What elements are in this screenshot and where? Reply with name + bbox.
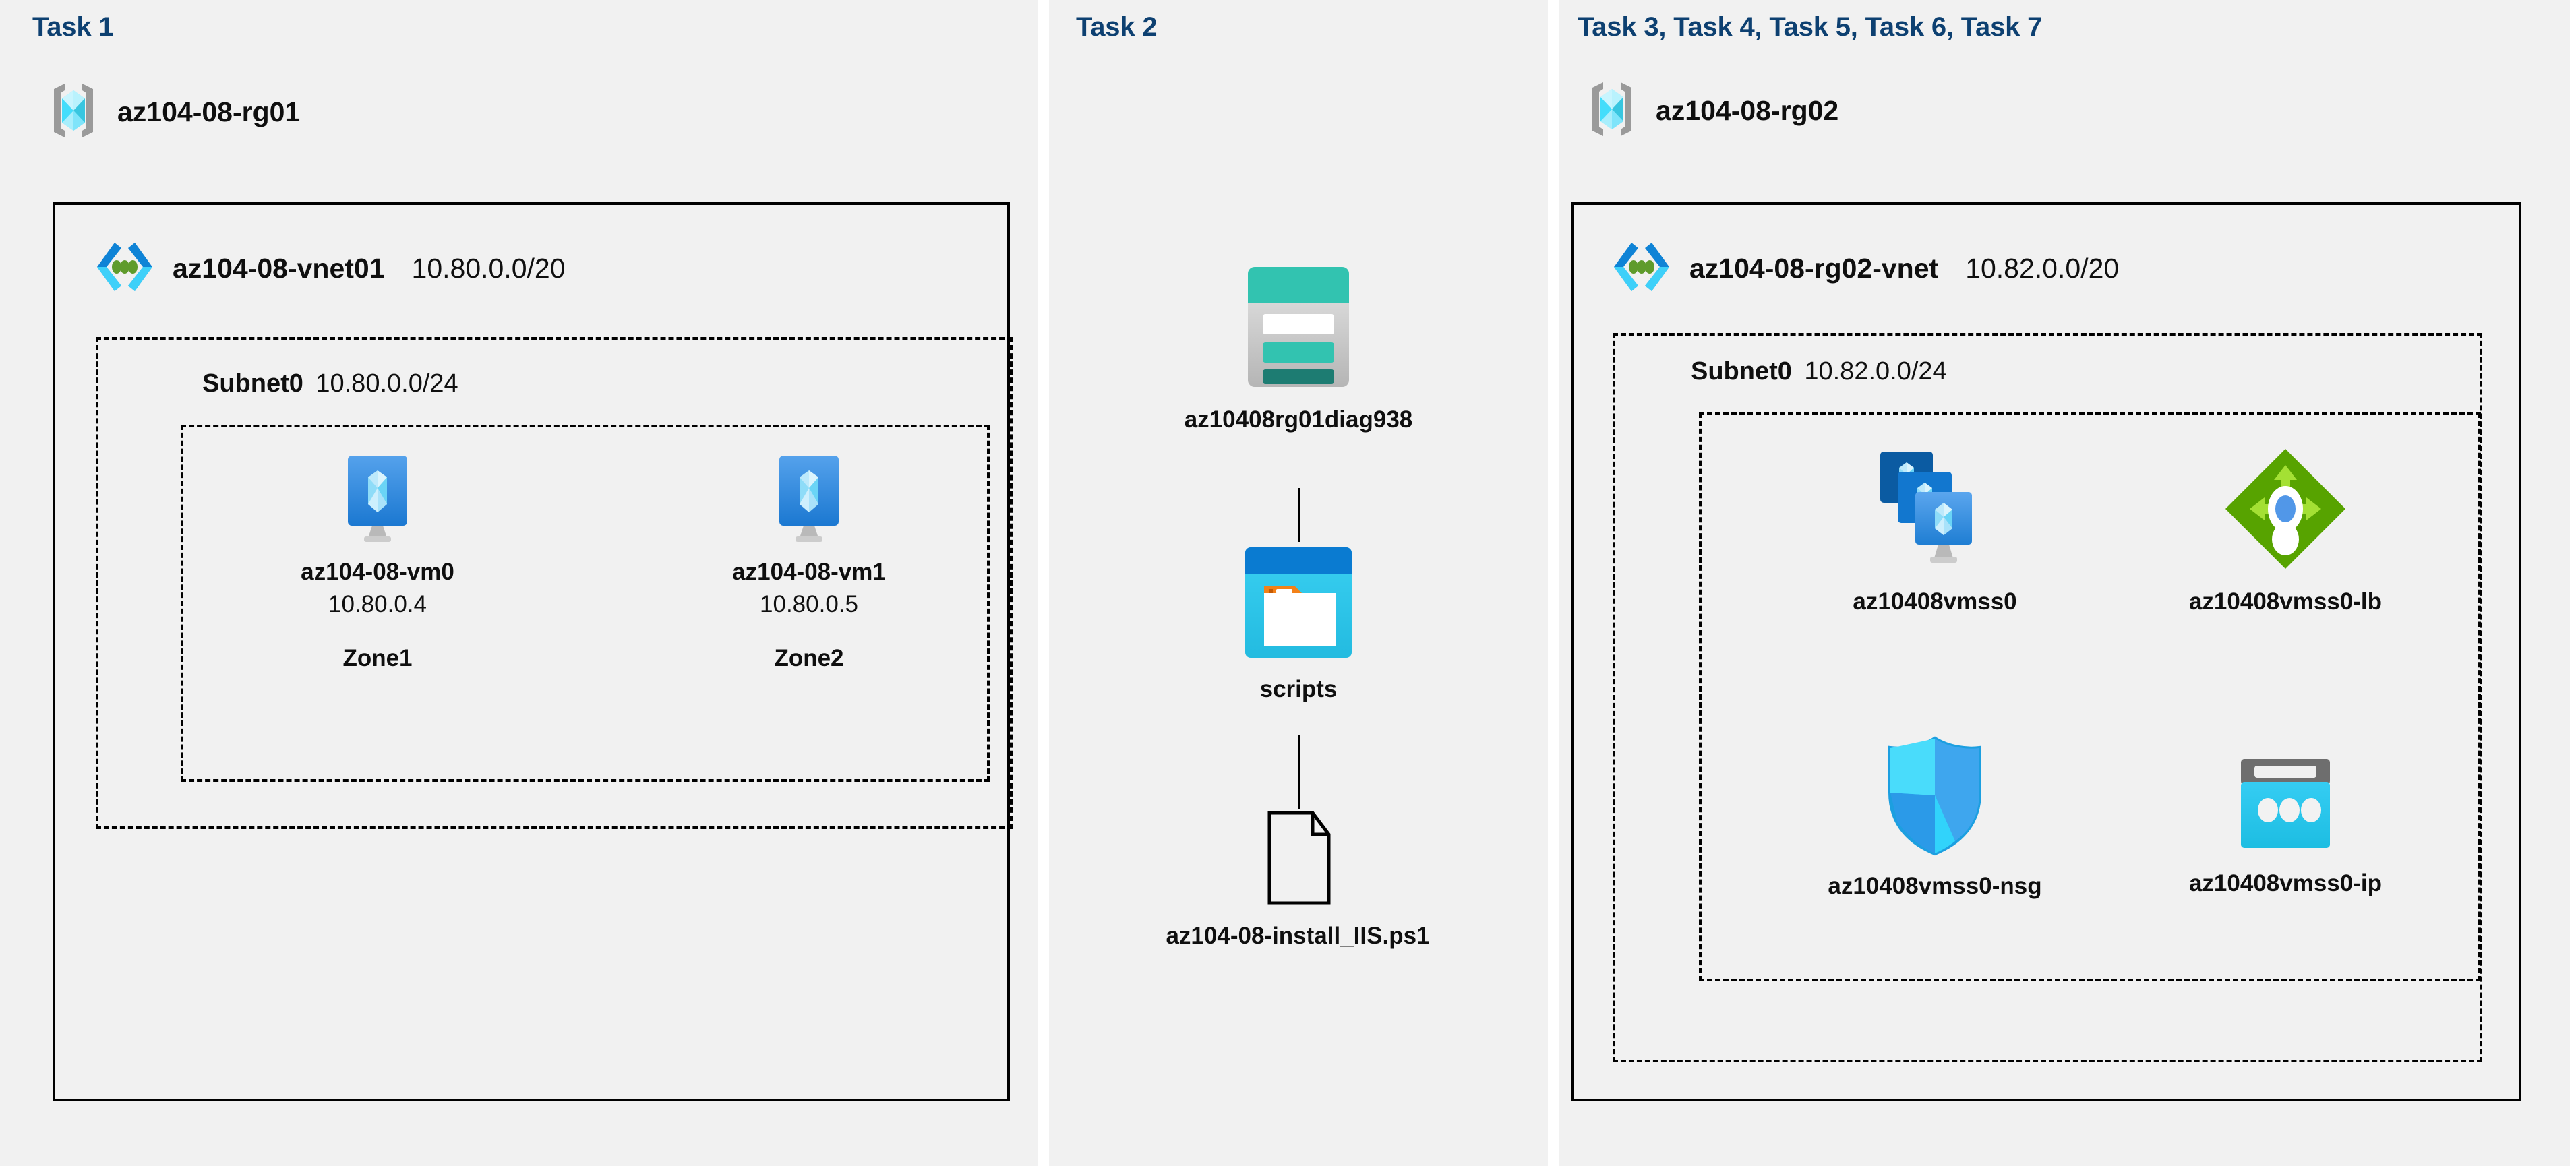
task3to7-subnet-name: Subnet0 bbox=[1691, 357, 1792, 386]
vm-scale-set-icon bbox=[1871, 445, 1999, 576]
task1-vnet: az104-08-vnet01 10.80.0.0/20 bbox=[94, 240, 566, 297]
task1-vm0-zone: Zone1 bbox=[342, 645, 413, 671]
storage-account-icon bbox=[1236, 263, 1361, 394]
task1-vm1-name: az104-08-vm1 bbox=[732, 559, 886, 585]
load-balancer-icon bbox=[2221, 445, 2349, 576]
task1-vm0[interactable]: az104-08-vm0 10.80.0.4 Zone1 bbox=[256, 453, 499, 672]
task1-zones-box bbox=[181, 425, 990, 782]
task1-subnet-cidr: 10.80.0.0/24 bbox=[316, 369, 458, 398]
task3to7-subnet: Subnet0 10.82.0.0/24 bbox=[1691, 357, 1947, 386]
task3to7-resources-box bbox=[1699, 412, 2481, 981]
task1-vm1-ip: 10.80.0.5 bbox=[760, 591, 858, 617]
virtual-network-icon bbox=[94, 240, 155, 297]
task1-vm1[interactable]: az104-08-vm1 10.80.0.5 Zone2 bbox=[688, 453, 930, 672]
panel-task3to7-title: Task 3, Task 4, Task 5, Task 6, Task 7 bbox=[1578, 12, 2043, 42]
task1-subnet-name: Subnet0 bbox=[202, 369, 303, 398]
task2-storage-account[interactable]: az10408rg01diag938 bbox=[1096, 263, 1501, 433]
task2-file[interactable]: az104-08-install_IIS.ps1 bbox=[1079, 809, 1517, 950]
file-icon bbox=[1251, 809, 1345, 911]
task3to7-nsg[interactable]: az10408vmss0-nsg bbox=[1746, 735, 2124, 900]
panel-task2-title: Task 2 bbox=[1076, 12, 1158, 42]
task1-resource-group: az104-08-rg01 bbox=[47, 81, 300, 144]
resource-group-icon bbox=[1586, 80, 1638, 142]
task3to7-public-ip[interactable]: az10408vmss0-ip bbox=[2137, 755, 2434, 897]
task1-vm0-ip: 10.80.0.4 bbox=[328, 591, 427, 617]
network-security-group-icon bbox=[1881, 735, 1989, 861]
task3to7-subnet-cidr: 10.82.0.0/24 bbox=[1804, 357, 1947, 386]
task3to7-nsg-name: az10408vmss0-nsg bbox=[1828, 873, 2042, 899]
task1-subnet: Subnet0 10.80.0.0/24 bbox=[202, 369, 458, 398]
task3to7-vmss[interactable]: az10408vmss0 bbox=[1753, 445, 2117, 615]
task3to7-resource-group: az104-08-rg02 bbox=[1586, 80, 1838, 142]
task2-connector-container-to-file bbox=[1298, 735, 1300, 809]
task1-vm1-zone: Zone2 bbox=[774, 645, 844, 671]
virtual-machine-icon bbox=[766, 453, 852, 547]
task2-container[interactable]: scripts bbox=[1123, 545, 1474, 703]
task3to7-load-balancer[interactable]: az10408vmss0-lb bbox=[2124, 445, 2447, 615]
task2-connector-storage-to-container bbox=[1298, 488, 1300, 542]
task2-container-name: scripts bbox=[1259, 676, 1338, 702]
task3to7-load-balancer-name: az10408vmss0-lb bbox=[2188, 588, 2383, 615]
task1-vm0-name: az104-08-vm0 bbox=[301, 559, 454, 585]
task1-resource-group-label: az104-08-rg01 bbox=[117, 96, 301, 127]
task1-vnet-name: az104-08-vnet01 bbox=[173, 253, 385, 284]
task1-vnet-box bbox=[53, 202, 1010, 1101]
virtual-machine-icon bbox=[334, 453, 421, 547]
task3to7-vnet: az104-08-rg02-vnet 10.82.0.0/20 bbox=[1611, 240, 2119, 297]
task3to7-vnet-name: az104-08-rg02-vnet bbox=[1689, 253, 1939, 284]
task2-storage-account-name: az10408rg01diag938 bbox=[1184, 406, 1413, 433]
task3to7-vnet-box bbox=[1571, 202, 2521, 1101]
task1-vnet-cidr: 10.80.0.0/20 bbox=[411, 253, 566, 284]
task3to7-subnet-box bbox=[1613, 333, 2482, 1062]
blob-container-icon bbox=[1237, 545, 1360, 664]
task3to7-vnet-cidr: 10.82.0.0/20 bbox=[1965, 253, 2120, 284]
task3to7-resource-group-label: az104-08-rg02 bbox=[1656, 95, 1839, 126]
task2-file-name: az104-08-install_IIS.ps1 bbox=[1166, 923, 1430, 949]
virtual-network-icon bbox=[1611, 240, 1672, 297]
panel-task1-title: Task 1 bbox=[32, 12, 114, 42]
task1-subnet-box bbox=[96, 337, 1013, 829]
resource-group-icon bbox=[47, 81, 100, 144]
public-ip-address-icon bbox=[2236, 755, 2335, 858]
task3to7-vmss-name: az10408vmss0 bbox=[1853, 588, 2017, 615]
task3to7-public-ip-name: az10408vmss0-ip bbox=[2188, 870, 2383, 896]
